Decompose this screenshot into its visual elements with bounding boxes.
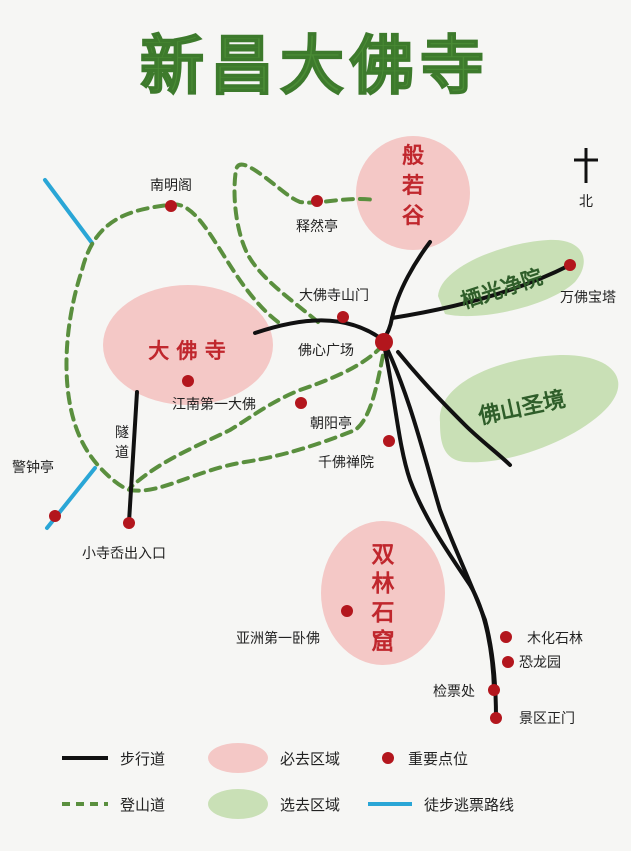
point-jingzhong[interactable] <box>49 510 61 522</box>
point-qianfo[interactable] <box>383 435 395 447</box>
zone-label-shuanglin-4: 窟 <box>372 628 395 655</box>
point-shiran[interactable] <box>311 195 323 207</box>
label-jingzhong: 警钟亭 <box>12 459 54 476</box>
legend-escape-label: 徒步逃票路线 <box>424 796 514 814</box>
point-zhengmen[interactable] <box>490 712 502 724</box>
mountain-trail-inner[interactable] <box>128 343 385 490</box>
label-suidao-1: 隧 <box>115 425 129 441</box>
label-shanmen: 大佛寺山门 <box>299 288 369 304</box>
point-shanmen[interactable] <box>337 311 349 323</box>
walk-path-tunnel[interactable] <box>127 390 139 524</box>
label-jiangnan: 江南第一大佛 <box>172 396 256 413</box>
zone-label-bore-3: 谷 <box>402 204 425 229</box>
mountain-trail-north[interactable] <box>232 162 377 324</box>
label-suidao-2: 道 <box>115 445 129 461</box>
label-jianpiao: 检票处 <box>433 684 475 700</box>
label-wanfo: 万佛宝塔 <box>560 290 616 306</box>
label-shiran: 释然亭 <box>296 218 338 235</box>
point-wanfo[interactable] <box>564 259 576 271</box>
zone-qiguang-courtyard[interactable] <box>438 239 584 317</box>
point-muhua[interactable] <box>500 631 512 643</box>
point-chaoyang[interactable] <box>295 397 307 409</box>
point-foxin[interactable] <box>375 333 393 351</box>
legend-point-label: 重要点位 <box>408 750 468 768</box>
legend-optional-swatch <box>208 789 268 819</box>
zone-foshan-realm[interactable] <box>439 354 619 463</box>
point-nanming[interactable] <box>165 200 177 212</box>
label-konglong: 恐龙园 <box>519 655 561 671</box>
map-title: 新昌大佛寺 <box>140 29 490 104</box>
point-xiaosi[interactable] <box>123 517 135 529</box>
legend-point-swatch <box>382 752 394 764</box>
escape-route-north[interactable] <box>43 178 94 245</box>
zone-bore-valley[interactable] <box>356 136 470 250</box>
point-jianpiao[interactable] <box>488 684 500 696</box>
label-yazhou: 亚洲第一卧佛 <box>236 630 320 647</box>
compass: 北 <box>574 148 598 210</box>
legend: 步行道 必去区域 重要点位 登山道 选去区域 徒步逃票路线 <box>62 743 514 819</box>
point-konglong[interactable] <box>502 656 514 668</box>
label-muhua: 木化石林 <box>527 631 583 647</box>
point-jiangnan[interactable] <box>182 375 194 387</box>
legend-mountain-label: 登山道 <box>120 796 165 814</box>
zone-label-shuanglin-1: 双 <box>372 542 395 568</box>
label-nanming: 南明阁 <box>150 178 192 194</box>
label-qianfo: 千佛禅院 <box>318 455 374 471</box>
point-yazhou[interactable] <box>341 605 353 617</box>
zone-label-dafo: 大 佛 寺 <box>148 339 226 363</box>
walk-path-foshan[interactable] <box>396 350 512 467</box>
compass-label: 北 <box>579 194 593 210</box>
zone-label-bore-1: 般 <box>402 143 424 169</box>
walk-path-main-west[interactable] <box>381 338 496 692</box>
mountain-trail-west-loop[interactable] <box>64 202 387 493</box>
legend-optional-label: 选去区域 <box>280 796 340 814</box>
label-foxin: 佛心广场 <box>298 343 354 359</box>
walk-path-bore[interactable] <box>381 240 432 342</box>
label-zhengmen: 景区正门 <box>519 711 575 727</box>
label-xiaosi: 小寺岙出入口 <box>82 546 166 562</box>
legend-must-swatch <box>208 743 268 773</box>
zone-shuanglin-grotto[interactable] <box>321 521 445 665</box>
walking-paths <box>127 240 572 720</box>
walk-path-dafo-gate[interactable] <box>253 318 385 342</box>
legend-walk-label: 步行道 <box>120 750 165 768</box>
walk-path-wanfo[interactable] <box>390 263 572 320</box>
label-chaoyang: 朝阳亭 <box>310 415 352 432</box>
zone-label-shuanglin-2: 林 <box>372 570 395 597</box>
key-points <box>49 195 576 724</box>
zone-dafo-temple[interactable] <box>103 285 273 405</box>
zone-label-shuanglin-3: 石 <box>371 600 395 626</box>
legend-must-label: 必去区域 <box>280 750 340 768</box>
zone-label-bore-2: 若 <box>402 173 424 199</box>
